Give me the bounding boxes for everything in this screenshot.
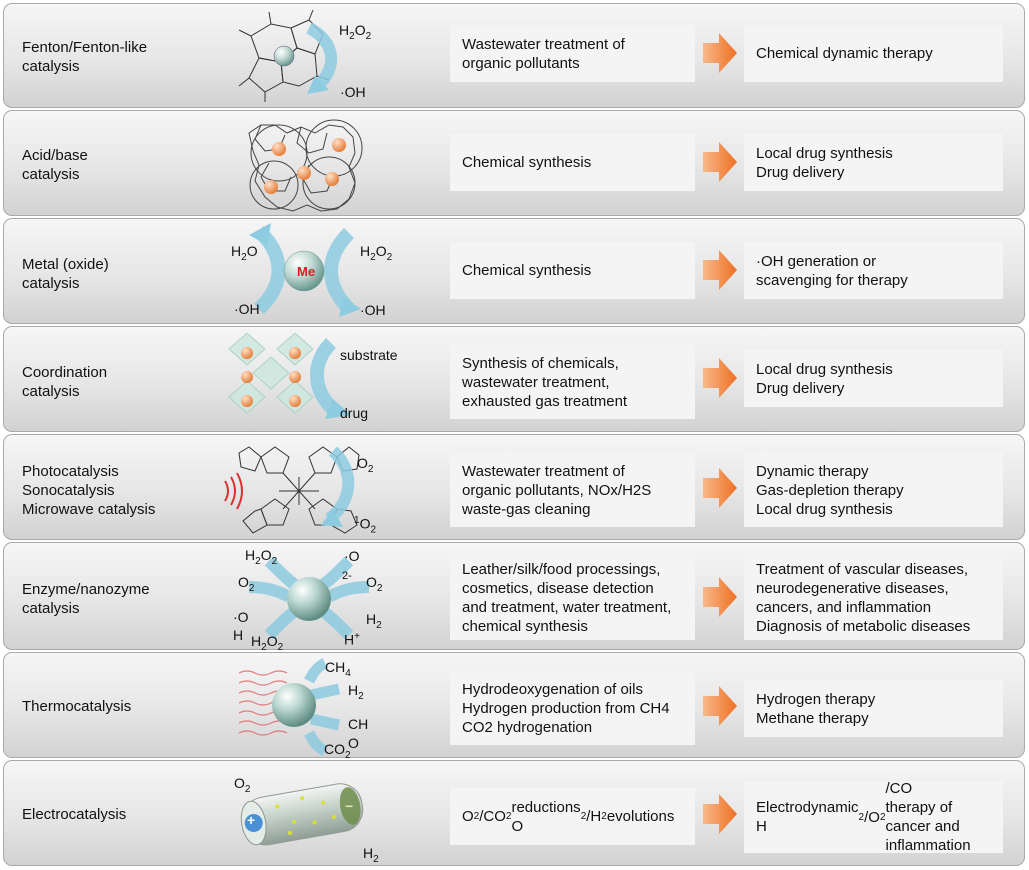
- orange-arrow-icon: [703, 250, 737, 290]
- drug-label: drug: [340, 405, 369, 421]
- oh-label: ·OH: [340, 84, 366, 100]
- o2-left-label: O2: [238, 574, 255, 594]
- h-label: H: [233, 627, 244, 643]
- porphyrin-illustration: [238, 9, 337, 102]
- o-label: O: [348, 735, 359, 751]
- orange-arrow-icon: [703, 794, 737, 834]
- hplus-label: H+: [344, 631, 360, 648]
- h2o2-label: H2O2: [339, 22, 372, 42]
- orange-arrow-icon: [703, 686, 737, 726]
- category-label: Enzyme/nanozyme catalysis: [22, 581, 150, 617]
- application-box: Wastewater treatment of organic pollutan…: [450, 25, 695, 82]
- medical-box: ·OH generation or scavenging for therapy: [744, 242, 1003, 299]
- category-label: Electrocatalysis: [22, 806, 127, 823]
- metal-sphere-illustration: [249, 223, 361, 317]
- medical-box: Dynamic therapy Gas-depletion therapy Lo…: [744, 453, 1003, 527]
- medical-box: Hydrogen therapy Methane therapy: [744, 680, 1003, 737]
- plus-electrode-icon: +: [247, 812, 256, 828]
- h2-label: H2: [348, 682, 364, 702]
- medical-box: Local drug synthesis Drug delivery: [744, 134, 1003, 191]
- oh-right-label: ·OH: [360, 302, 386, 318]
- minus-electrode-icon: −: [345, 798, 354, 814]
- h2o2-top-label: H2O2: [245, 547, 278, 567]
- row-photocatalysis: Photocatalysis Sonocatalysis Microwave c…: [3, 434, 1025, 540]
- h2o2-label: H2O2: [360, 243, 393, 263]
- h2-label: H2: [366, 611, 382, 631]
- orange-arrow-icon: [703, 358, 737, 398]
- o-h-label: ·O: [233, 609, 249, 625]
- o-top-label: ·O: [344, 548, 360, 564]
- row-fenton: Fenton/Fenton-like catalysis H2O2 ·OH Wa…: [3, 3, 1025, 108]
- thermo-illustration: [238, 658, 341, 756]
- ch-label: CH: [348, 716, 369, 732]
- o2-label: O2: [234, 775, 251, 795]
- category-label: Coordination catalysis: [22, 364, 108, 400]
- metal-label: Me: [297, 264, 316, 279]
- h2o2-bottom-label: H2O2: [251, 633, 284, 653]
- medical-box: Treatment of vascular diseases, neurodeg…: [744, 556, 1003, 640]
- category-label: Fenton/Fenton-like catalysis: [22, 39, 148, 75]
- row-metal-oxide: Metal (oxide) catalysis Me H2O H2O2 ·OH …: [3, 218, 1025, 324]
- battery-illustration: [240, 783, 364, 846]
- application-box: Leather/silk/food processings, cosmetics…: [450, 556, 695, 640]
- orange-arrow-icon: [703, 577, 737, 617]
- category-label: Thermocatalysis: [22, 698, 132, 715]
- row-enzyme: Enzyme/nanozyme catalysis H2O2 ·O 2- O2 …: [3, 542, 1025, 653]
- application-box: Wastewater treatment of organic pollutan…: [450, 453, 695, 527]
- singlet-oxygen-label: 1O2: [354, 515, 377, 536]
- substrate-label: substrate: [340, 347, 398, 363]
- orange-arrow-icon: [703, 142, 737, 182]
- row-thermocatalysis: Thermocatalysis CH4 H2 CH CO2 O Hydrodeo…: [3, 652, 1025, 761]
- o2-label: O2: [357, 455, 374, 475]
- row-coordination: Coordination catalysis substrate drug Sy…: [3, 326, 1025, 432]
- co2-label: CO2: [324, 741, 351, 761]
- category-label: Photocatalysis Sonocatalysis Microwave c…: [22, 463, 156, 518]
- orange-arrow-icon: [703, 33, 737, 73]
- medical-box: Local drug synthesis Drug delivery: [744, 350, 1003, 407]
- row-acid-base: Acid/base catalysis Chemical synthesis L…: [3, 110, 1025, 216]
- ch4-label: CH4: [325, 659, 351, 679]
- application-box: Chemical synthesis: [450, 134, 695, 191]
- application-box: Hydrodeoxygenation of oils Hydrogen prod…: [450, 671, 695, 745]
- framework-illustration: [248, 119, 363, 212]
- nanozyme-illustration: [248, 556, 370, 640]
- h2o-label: H2O: [231, 243, 258, 263]
- application-box: Synthesis of chemicals, wastewater treat…: [450, 345, 695, 419]
- application-box: Chemical synthesis: [450, 242, 695, 299]
- oh-left-label: ·OH: [234, 301, 260, 317]
- o2-right-label: O2: [366, 574, 383, 594]
- medical-box: Chemical dynamic therapy: [744, 25, 1003, 82]
- phthalocyanine-illustration: [224, 446, 360, 534]
- orange-arrow-icon: [703, 468, 737, 508]
- superoxide-charge-label: 2-: [342, 570, 352, 582]
- h2-label: H2: [363, 845, 379, 865]
- category-label: Acid/base catalysis: [22, 147, 88, 183]
- mof-illustration: [228, 332, 351, 419]
- category-label: Metal (oxide) catalysis: [22, 256, 109, 292]
